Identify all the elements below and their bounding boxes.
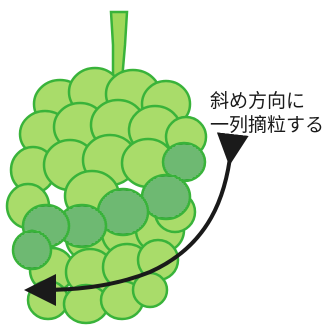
curved-arrow <box>24 132 249 306</box>
annotation-line-2: 一列摘粒する <box>210 114 325 136</box>
annotation-line-1: 斜め方向に <box>210 90 306 112</box>
berry <box>26 279 70 321</box>
stem <box>109 10 129 82</box>
thinned-berry <box>11 229 53 271</box>
